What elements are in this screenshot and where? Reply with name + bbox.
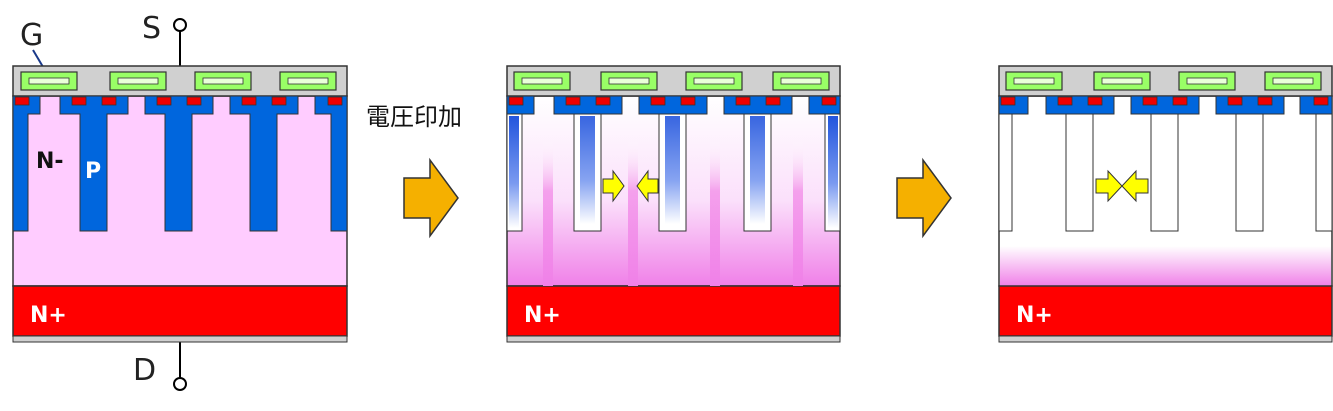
p-column xyxy=(1215,95,1285,115)
p-column-depleted xyxy=(1150,113,1179,232)
p-column xyxy=(1045,95,1115,115)
source-terminal xyxy=(173,18,187,32)
depletion-arrow-left xyxy=(636,169,659,203)
source-contacts xyxy=(14,96,343,106)
p-column-edge-left xyxy=(12,95,41,232)
panel-fully-depleted: N+ xyxy=(998,65,1333,343)
n-minus-label: N- xyxy=(36,149,64,174)
gate-electrodes xyxy=(1005,71,1322,91)
drain-terminal xyxy=(173,377,187,391)
bottom-residual-n xyxy=(1000,246,1331,286)
undepleted-n-streaks xyxy=(543,140,803,286)
p-column-depleted xyxy=(1065,113,1094,232)
n-plus-label: N+ xyxy=(524,303,561,328)
p-column-core xyxy=(665,116,680,224)
p-column-core xyxy=(509,116,519,228)
p-column xyxy=(144,95,214,232)
p-column-edge-right xyxy=(314,95,348,232)
voltage-applied-label: 電圧印加 xyxy=(366,103,462,131)
p-column-depleted xyxy=(1235,113,1264,232)
p-column xyxy=(638,95,708,115)
n-plus-substrate xyxy=(998,285,1333,337)
p-column xyxy=(723,95,793,115)
depletion-arrow-left xyxy=(1121,169,1149,203)
gate-electrodes xyxy=(20,71,337,91)
process-arrow-1 xyxy=(403,157,459,239)
drain-metal xyxy=(506,335,841,343)
p-column-core xyxy=(828,116,838,228)
panel-depleting: N+ xyxy=(506,65,841,343)
gate-electrodes xyxy=(513,71,830,91)
drain-metal xyxy=(12,335,348,343)
p-label: P xyxy=(85,159,101,184)
source-contacts xyxy=(1000,96,1329,106)
drain-label: D xyxy=(133,353,156,388)
panel-initial: S D G xyxy=(12,11,348,391)
p-column xyxy=(553,95,623,115)
p-column xyxy=(59,95,129,232)
gate-label: G xyxy=(20,18,43,53)
drain-metal xyxy=(998,335,1333,343)
p-column-core xyxy=(750,116,765,224)
p-column xyxy=(229,95,299,232)
process-arrow-2 xyxy=(896,157,952,239)
n-plus-substrate xyxy=(12,285,348,337)
depletion-arrow-right xyxy=(1095,169,1123,203)
p-column-core xyxy=(580,116,595,224)
p-column xyxy=(1130,95,1200,115)
p-column-depleted-edge-right xyxy=(1315,113,1333,232)
n-plus-label: N+ xyxy=(1016,303,1053,328)
p-column-depleted-edge-left xyxy=(998,113,1013,232)
source-contacts xyxy=(508,96,837,106)
depletion-arrow-right xyxy=(602,169,625,203)
source-label: S xyxy=(142,11,161,46)
n-plus-label: N+ xyxy=(30,303,67,328)
